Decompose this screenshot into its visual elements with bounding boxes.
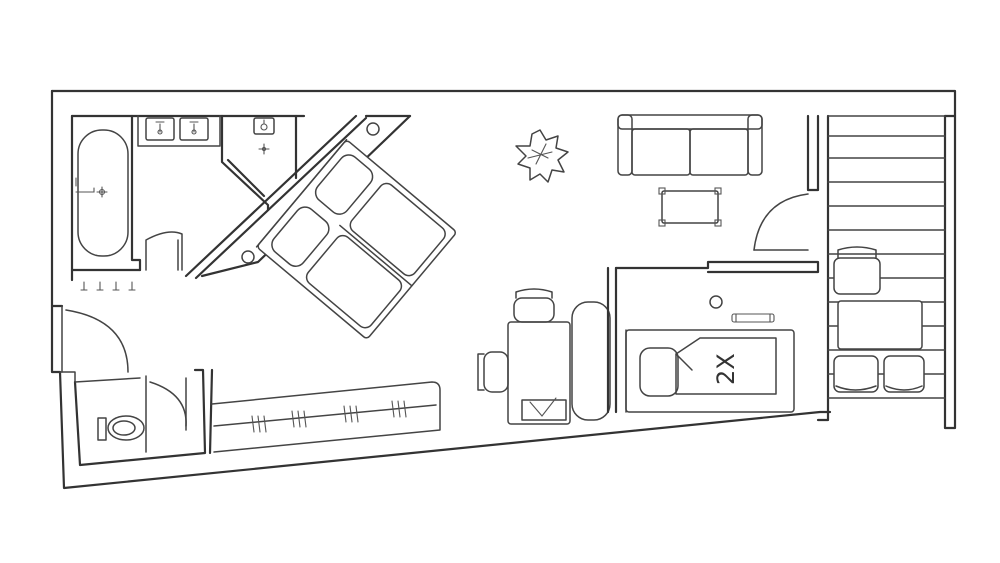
wc [97, 375, 187, 453]
second-room [606, 260, 820, 414]
balcony [827, 115, 946, 399]
wardrobe [211, 381, 441, 453]
bathroom [75, 114, 298, 291]
coffee-table [658, 187, 722, 227]
desk [477, 288, 611, 425]
bed-label: 2X [712, 353, 740, 385]
sofa [617, 114, 763, 176]
entry [59, 305, 141, 383]
double-bed-rotated [255, 138, 456, 339]
exterior-walls [50, 89, 957, 490]
balcony-door [753, 193, 809, 251]
plant [515, 129, 569, 183]
